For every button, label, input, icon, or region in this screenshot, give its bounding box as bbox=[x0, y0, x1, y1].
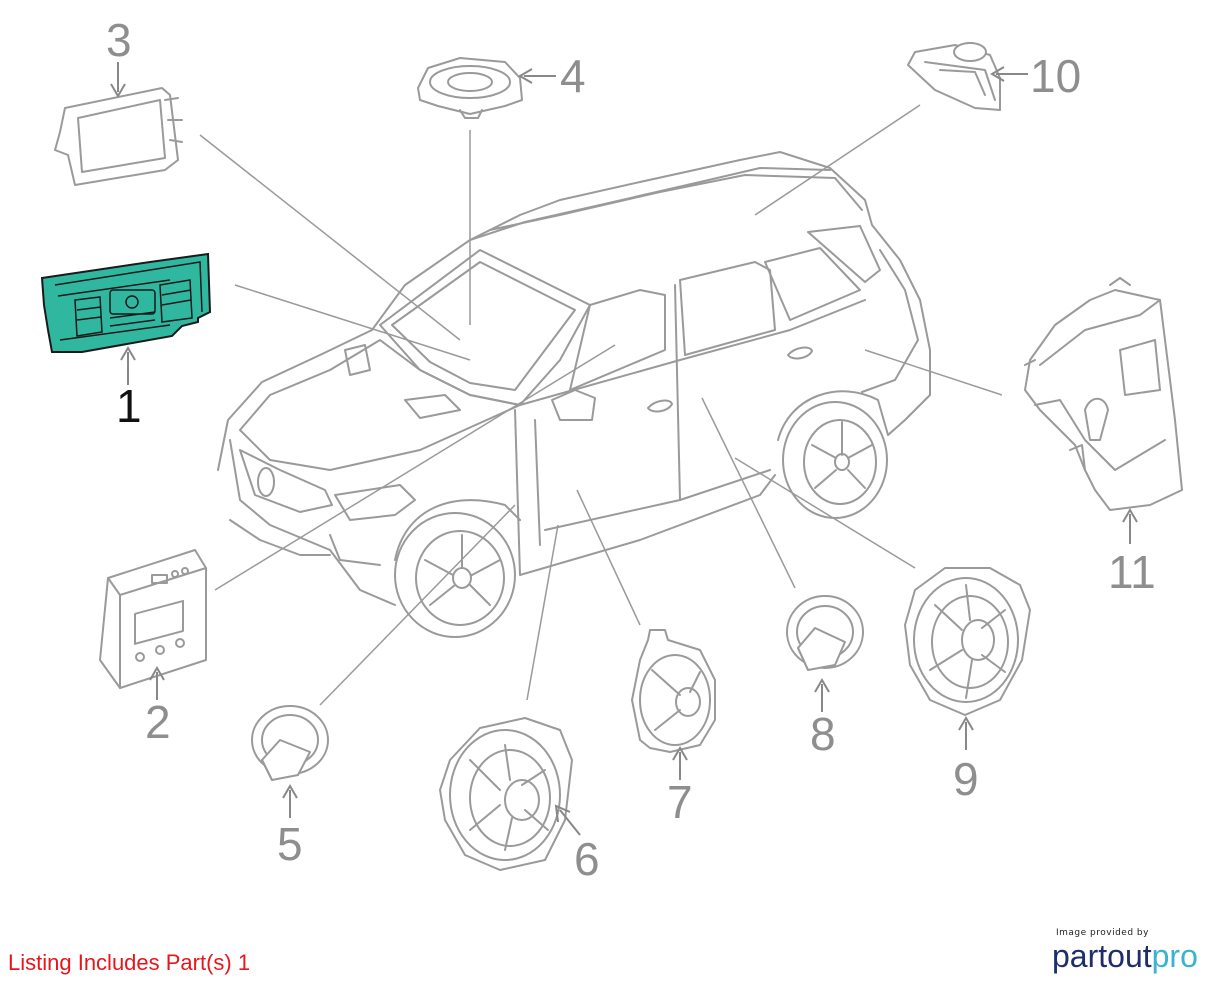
provider-credit[interactable]: Image provided by partoutpro bbox=[1052, 928, 1212, 972]
callout-6: 6 bbox=[574, 833, 600, 885]
callout-1: 1 bbox=[116, 380, 142, 432]
callout-4: 4 bbox=[560, 50, 586, 102]
part-11-subwoofer[interactable] bbox=[1024, 277, 1183, 511]
provider-caption: Image provided by bbox=[1056, 928, 1149, 938]
callout-2: 2 bbox=[145, 696, 171, 748]
arrowhead-2 bbox=[149, 666, 165, 681]
callout-7: 7 bbox=[667, 776, 693, 828]
arrow-6 bbox=[559, 809, 581, 836]
part-9-door-speaker[interactable] bbox=[904, 567, 1031, 716]
callout-3: 3 bbox=[106, 14, 132, 66]
leader-lines bbox=[199, 104, 1003, 706]
part-3-display[interactable] bbox=[54, 87, 183, 186]
part-8-speaker[interactable] bbox=[786, 595, 864, 671]
part-2-amplifier[interactable] bbox=[99, 549, 207, 689]
part-6-door-speaker[interactable] bbox=[439, 717, 573, 871]
arrowhead-6 bbox=[554, 804, 571, 823]
part-4-dash-speaker[interactable] bbox=[417, 57, 523, 119]
part-5-speaker[interactable] bbox=[251, 705, 329, 781]
callout-9: 9 bbox=[953, 753, 979, 805]
logo-text-part1: partout bbox=[1052, 938, 1152, 974]
callout-10: 10 bbox=[1030, 50, 1081, 102]
vehicle-illustration bbox=[217, 151, 931, 638]
arrowhead-9 bbox=[958, 716, 974, 731]
part-1-control-unit[interactable] bbox=[40, 252, 212, 353]
listing-note: Listing Includes Part(s) 1 bbox=[8, 950, 251, 975]
arrowhead-5 bbox=[282, 784, 298, 799]
arrowhead-4 bbox=[518, 68, 533, 84]
partoutpro-logo: partoutpro bbox=[1052, 940, 1212, 972]
callout-8: 8 bbox=[810, 708, 836, 760]
arrowhead-1 bbox=[120, 346, 136, 361]
callout-11: 11 bbox=[1108, 546, 1156, 598]
logo-text-part2: pro bbox=[1151, 938, 1198, 974]
part-10-tweeter[interactable] bbox=[907, 42, 1001, 111]
arrowhead-10 bbox=[990, 66, 1005, 82]
callout-labels: 1 2 3 4 5 6 7 8 9 10 11 bbox=[106, 14, 1156, 885]
arrowhead-3 bbox=[110, 83, 126, 98]
callout-5: 5 bbox=[277, 818, 303, 870]
part-7-speaker[interactable] bbox=[631, 629, 716, 753]
arrowhead-8 bbox=[814, 678, 830, 693]
arrowhead-7 bbox=[672, 746, 688, 761]
arrowhead-11 bbox=[1122, 508, 1138, 523]
